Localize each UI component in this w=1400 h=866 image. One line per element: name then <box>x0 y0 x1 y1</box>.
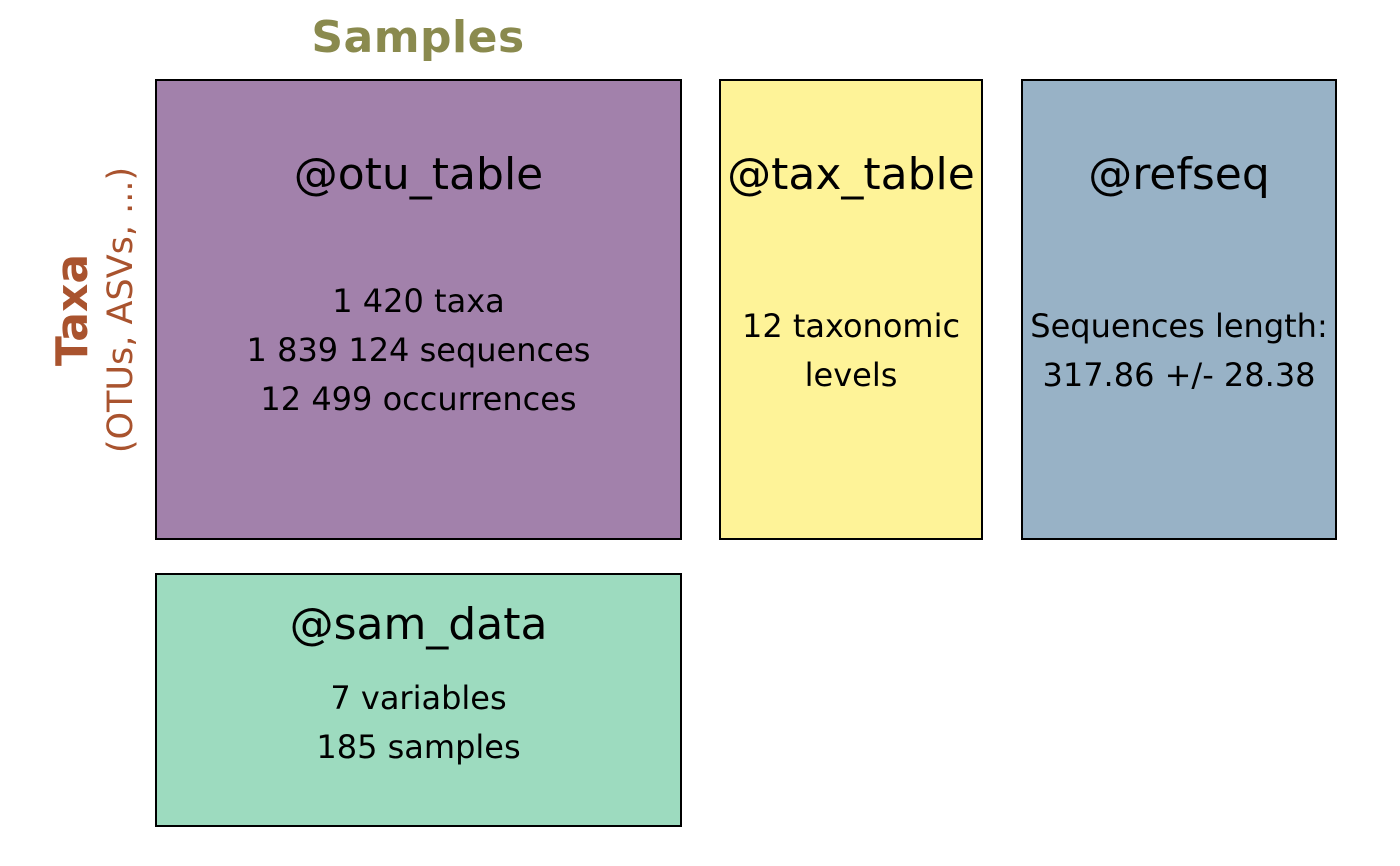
refseq-stats: Sequences length: 317.86 +/- 28.38 <box>1013 302 1345 400</box>
taxa-axis-rotated: Taxa (OTUs, ASVs, ...) <box>47 130 143 490</box>
refseq-title: @refseq <box>1088 149 1270 200</box>
tax-table-levels-line-2: levels <box>804 356 898 394</box>
otu-table-box: @otu_table 1 420 taxa 1 839 124 sequence… <box>155 79 682 540</box>
tax-table-title: @tax_table <box>727 149 975 200</box>
sam-data-variables-count: 7 variables <box>330 679 507 717</box>
refseq-box: @refseq Sequences length: 317.86 +/- 28.… <box>1021 79 1337 540</box>
sam-data-box: @sam_data 7 variables 185 samples <box>155 573 682 827</box>
taxa-axis-subtitle: (OTUs, ASVs, ...) <box>101 166 141 454</box>
otu-table-taxa-count: 1 420 taxa <box>332 282 505 320</box>
sam-data-samples-count: 185 samples <box>316 728 521 766</box>
refseq-length-label: Sequences length: <box>1030 307 1328 345</box>
refseq-length-value: 317.86 +/- 28.38 <box>1042 356 1316 394</box>
tax-table-levels-line-1: 12 taxonomic <box>741 307 961 345</box>
sam-data-title: @sam_data <box>289 599 548 650</box>
samples-axis-label: Samples <box>311 12 525 63</box>
otu-table-title: @otu_table <box>293 149 544 200</box>
taxa-axis-label-group: Taxa (OTUs, ASVs, ...) <box>40 130 150 490</box>
otu-table-sequences-count: 1 839 124 sequences <box>246 331 591 369</box>
sam-data-stats: 7 variables 185 samples <box>147 674 690 772</box>
otu-table-stats: 1 420 taxa 1 839 124 sequences 12 499 oc… <box>147 277 690 424</box>
otu-table-occurrences-count: 12 499 occurrences <box>260 380 577 418</box>
tax-table-box: @tax_table 12 taxonomic levels <box>719 79 983 540</box>
tax-table-stats: 12 taxonomic levels <box>711 302 991 400</box>
taxa-axis-title: Taxa <box>47 253 98 367</box>
